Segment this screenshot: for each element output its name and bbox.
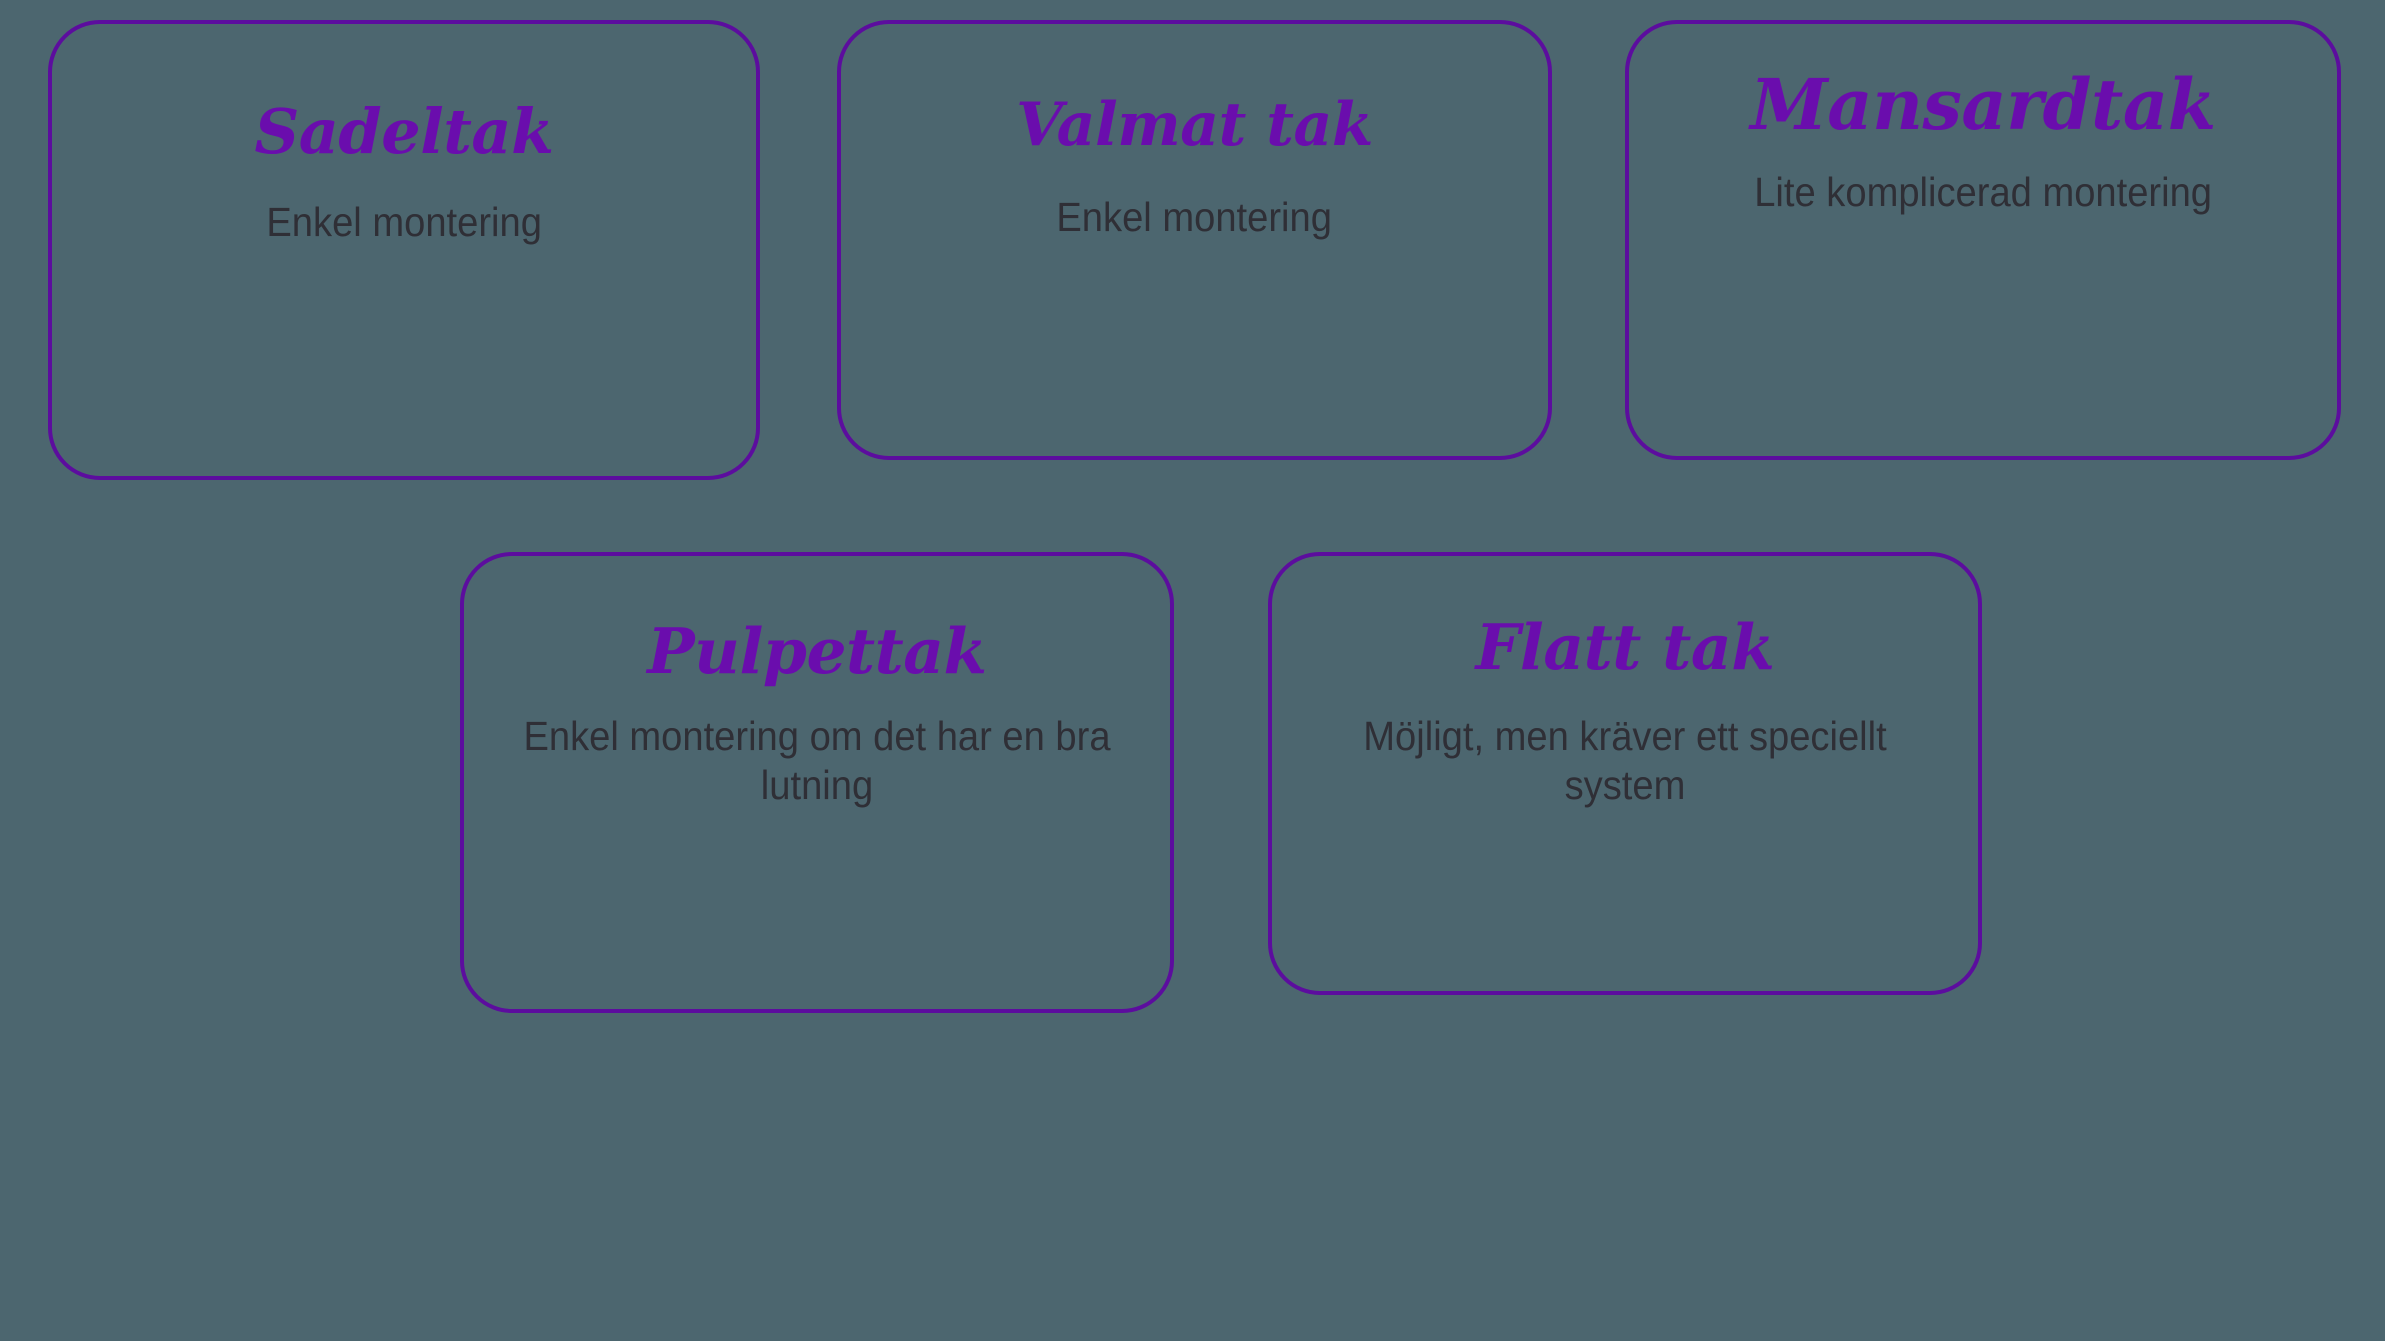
roof-type-subtitle: Enkel montering om det har en bra lutnin… (523, 713, 1111, 808)
roof-type-title: Pulpettak (647, 614, 987, 688)
roof-type-subtitle: Lite komplicerad montering (1754, 168, 2212, 215)
roof-type-card-flatt-tak[interactable]: Flatt tak Möjligt, men kräver ett specie… (1268, 552, 1982, 995)
roof-type-title: Valmat tak (1016, 90, 1373, 160)
roof-type-subtitle: Enkel montering (266, 199, 542, 246)
roof-type-title: Sadeltak (254, 95, 554, 168)
roof-type-card-valmat-tak[interactable]: Valmat tak Enkel montering (837, 20, 1552, 460)
roof-type-title: Flatt tak (1475, 610, 1775, 684)
roof-type-title: Mansardtak (1750, 63, 2216, 146)
roof-type-card-pulpettak[interactable]: Pulpettak Enkel montering om det har en … (460, 552, 1174, 1013)
roof-type-subtitle: Möjligt, men kräver ett speciellt system (1363, 713, 1887, 808)
roof-type-card-mansardtak[interactable]: Mansardtak Lite komplicerad montering (1625, 20, 2341, 460)
roof-type-card-sadeltak[interactable]: Sadeltak Enkel montering (48, 20, 760, 480)
roof-type-subtitle: Enkel montering (1056, 194, 1333, 240)
